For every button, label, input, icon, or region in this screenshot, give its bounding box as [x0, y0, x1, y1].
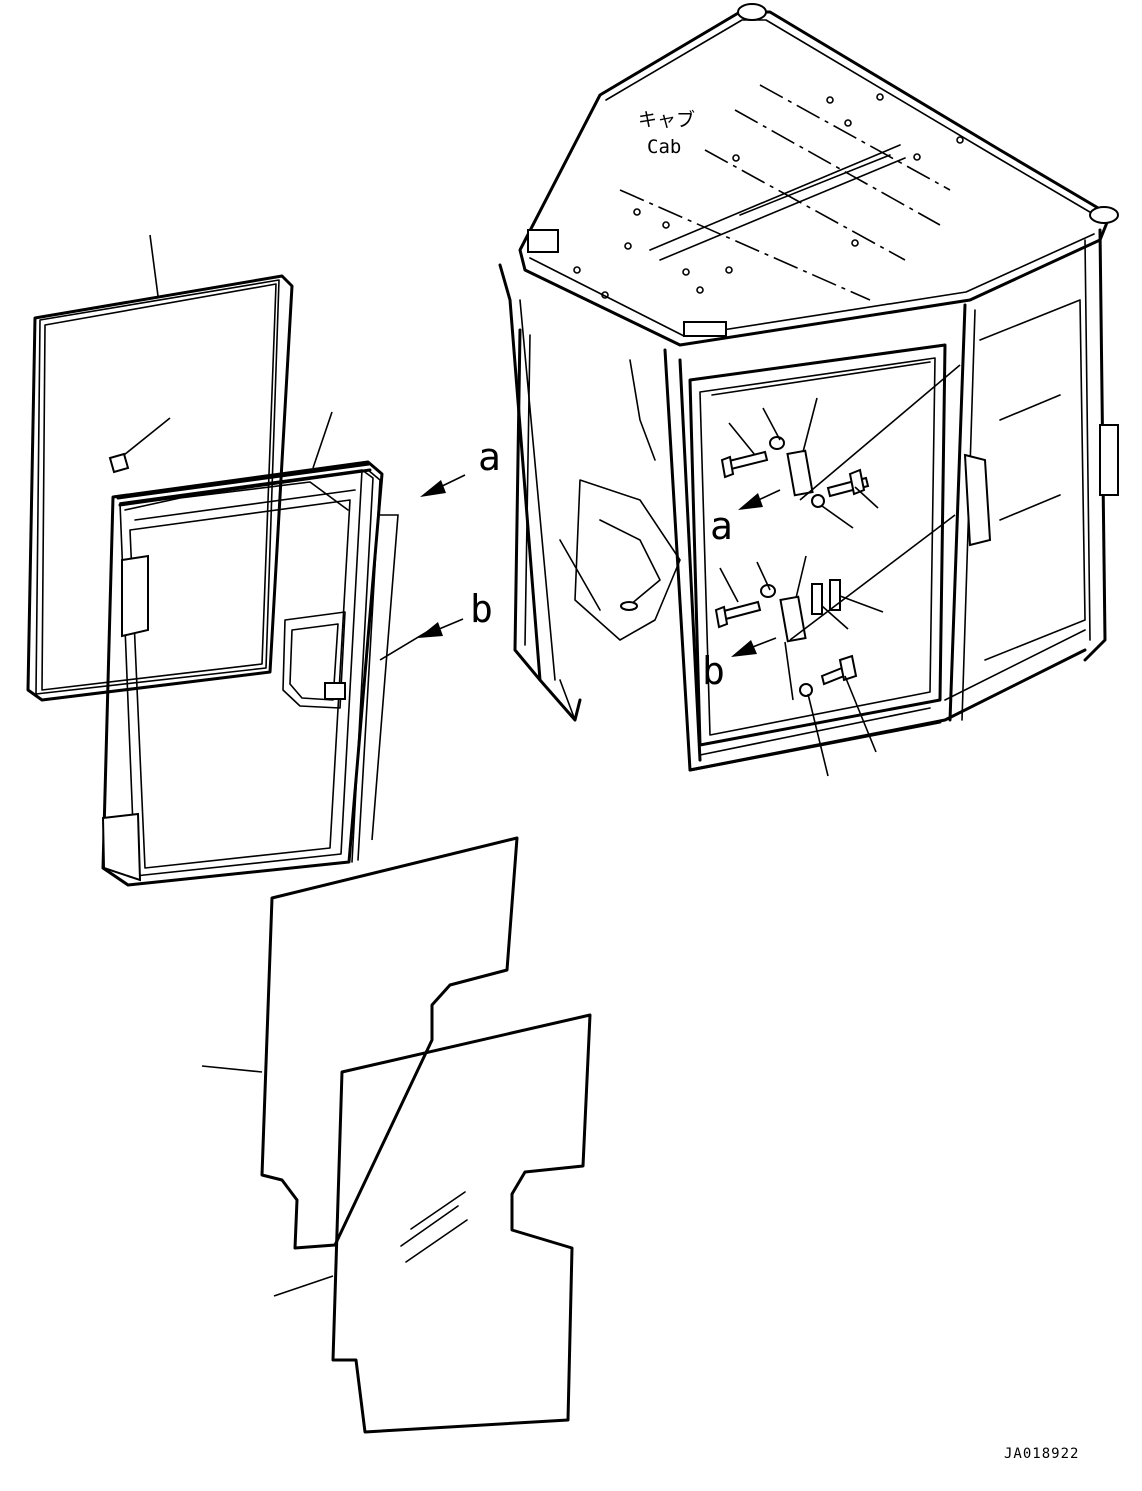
reference-letter-b-cab: b — [702, 649, 725, 693]
cab-label-english: Cab — [647, 136, 682, 158]
cab-assembly — [498, 3, 1119, 772]
lower-hinge-hardware — [714, 579, 858, 697]
reference-letter-a-cab: a — [710, 504, 733, 548]
upper-glass — [260, 836, 519, 1250]
reference-letter-b-door: b — [470, 587, 493, 631]
lower-glass — [331, 1013, 592, 1434]
door-seal — [26, 274, 294, 702]
cab-label-japanese: キャブ — [638, 109, 696, 131]
drawing-code: JA018922 — [1004, 1446, 1080, 1462]
reference-letter-a-door: a — [478, 435, 501, 479]
upper-hinge-hardware — [720, 436, 870, 508]
door-frame — [101, 452, 384, 887]
reference-arrows — [418, 474, 781, 657]
leader-lines — [123, 234, 961, 1297]
